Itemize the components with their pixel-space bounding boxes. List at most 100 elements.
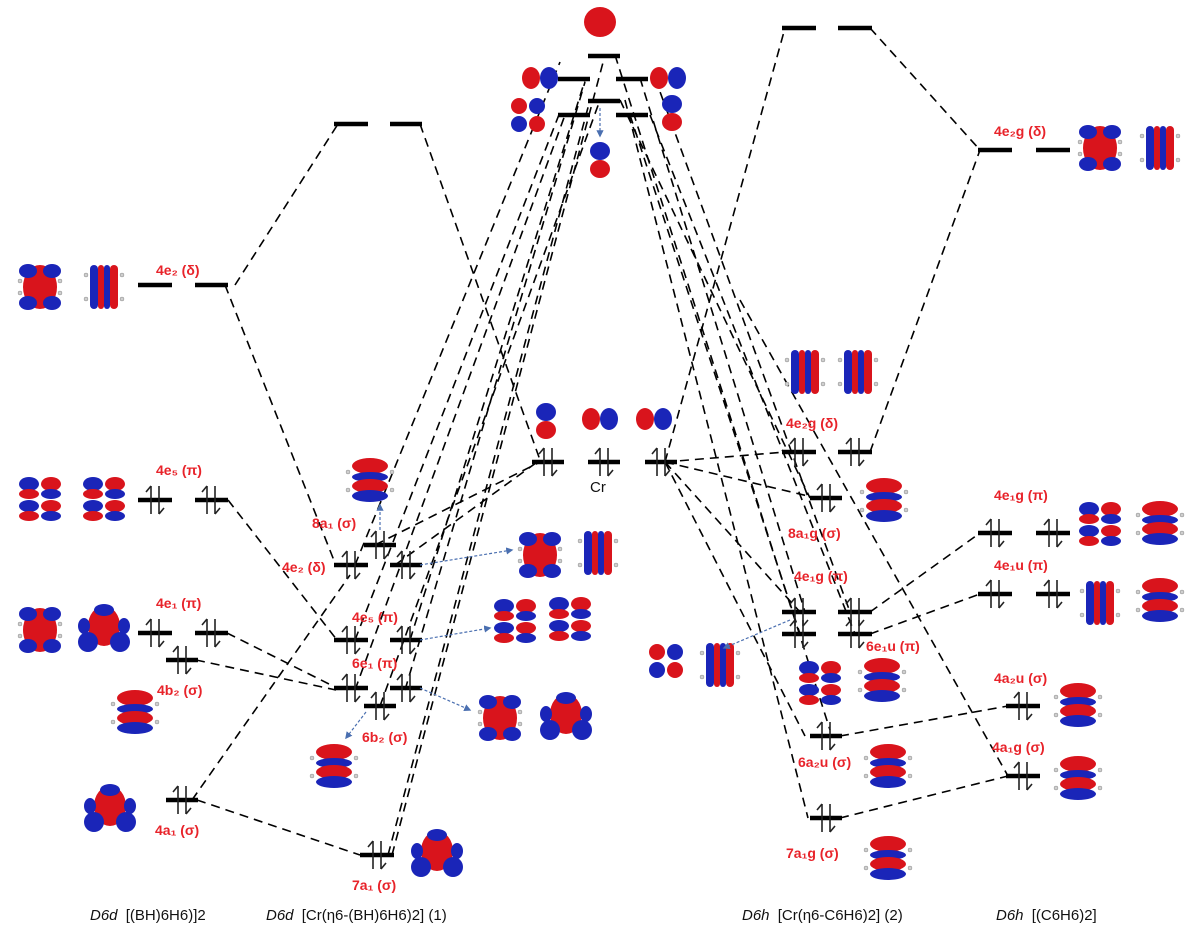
- corr-line: [387, 99, 591, 856]
- label-c5-4e1u: 4e₁u (π): [994, 557, 1048, 573]
- orbital-labels: 4e₂ (δ) 4e₅ (π) 4e₁ (π) 4b₂ (σ) 4a₁ (σ) …: [155, 123, 1048, 893]
- corr-line: [869, 27, 981, 151]
- orbital-image: [837, 349, 879, 395]
- label-c4-6e1u: 6e₁u (π): [866, 638, 920, 654]
- orbital-image: [859, 477, 909, 523]
- label-c2-7a1: 7a₁ (σ): [352, 877, 396, 893]
- column-captions: D6d [(BH)6H6)]2 D6d [Cr(η6-(BH)6H6)2] (1…: [90, 479, 1097, 924]
- orbital-image: [636, 408, 672, 430]
- orbital-link: [419, 687, 472, 711]
- corr-line: [654, 77, 851, 613]
- corr-line: [354, 111, 561, 641]
- orbital-image: [494, 599, 536, 643]
- label-c5-4a2u: 4a₂u (σ): [994, 670, 1047, 686]
- orbital-image: [84, 784, 136, 832]
- corr-line: [419, 123, 541, 461]
- orbital-image: [590, 142, 610, 178]
- corr-line: [354, 61, 561, 566]
- orbital-image: [517, 531, 563, 579]
- orbital-image: [784, 349, 826, 395]
- corr-line: [391, 54, 606, 856]
- orbital-image: [511, 98, 545, 132]
- orbital-images: [17, 7, 1185, 881]
- orbital-image: [577, 530, 619, 576]
- corr-line: [195, 659, 337, 691]
- corr-line: [639, 77, 806, 613]
- orbital-link: [722, 619, 791, 650]
- orbital-image: [83, 477, 125, 521]
- orbital-link: [345, 711, 367, 740]
- orbital-image: [1079, 580, 1121, 626]
- label-c4-6a2u: 6a₂u (σ): [798, 754, 851, 770]
- label-c2-6b2: 6b₂ (σ): [362, 729, 407, 745]
- orbital-image: [17, 606, 63, 654]
- corr-line: [354, 114, 566, 691]
- orbital-image: [83, 264, 125, 310]
- orbital-image: [540, 692, 592, 740]
- corr-line: [226, 632, 338, 689]
- orbital-image: [1135, 500, 1185, 546]
- corr-line: [619, 99, 811, 499]
- orbital-image: [1135, 577, 1185, 623]
- label-c1-4e1: 4e₁ (π): [156, 595, 201, 611]
- label-c4-8a1g: 8a₁g (σ): [788, 525, 841, 541]
- orbital-image: [863, 835, 913, 881]
- orbital-image: [477, 694, 523, 742]
- label-c1-4e5: 4e₅ (π): [156, 462, 202, 478]
- energy-levels: [138, 25, 1070, 858]
- caption-cr-c6h6: D6h [Cr(η6-C6H6)2] (2): [742, 907, 903, 924]
- orbital-image: [650, 67, 686, 89]
- caption-cr-bh6h6: D6d [Cr(η6-(BH)6H6)2] (1): [266, 907, 447, 924]
- label-c2-6e1: 6e₁ (π): [352, 655, 397, 671]
- corr-line: [614, 54, 831, 731]
- label-c5-4a1g: 4a₁g (σ): [992, 739, 1045, 755]
- label-c2-4e2: 4e₂ (δ): [282, 559, 326, 575]
- corr-line: [664, 461, 801, 613]
- label-c4-7a1g: 7a₁g (σ): [786, 845, 839, 861]
- orbital-image: [78, 604, 130, 652]
- label-c4-4e2g: 4e₂g (δ): [786, 415, 838, 431]
- corr-line: [224, 284, 336, 564]
- label-c1-4e2: 4e₂ (δ): [156, 262, 200, 278]
- orbital-links: [345, 108, 791, 740]
- corr-line: [664, 451, 786, 463]
- corr-line: [664, 461, 806, 737]
- caption-bh6h6-dimer: D6d [(BH)6H6)]2: [90, 907, 206, 924]
- corr-line: [839, 705, 1009, 737]
- orbital-image: [19, 477, 61, 521]
- orbital-image: [309, 743, 359, 789]
- orbital-link: [419, 547, 514, 566]
- corr-line: [664, 461, 809, 497]
- orbital-image: [584, 7, 616, 37]
- orbital-image: [110, 689, 160, 735]
- corr-line: [374, 461, 541, 546]
- correlation-lines: [191, 27, 1009, 856]
- orbital-image: [662, 95, 682, 131]
- label-c1-4a1: 4a₁ (σ): [155, 822, 199, 838]
- electron-pairs: [145, 437, 1063, 870]
- orbital-image: [411, 829, 463, 877]
- label-c1-4b2: 4b₂ (σ): [157, 682, 202, 698]
- orbital-image: [522, 67, 558, 89]
- corr-line: [839, 775, 1009, 819]
- orbital-image: [1053, 682, 1103, 728]
- corr-line: [664, 27, 786, 463]
- corr-line: [379, 99, 601, 707]
- orbital-image: [17, 263, 63, 311]
- orbital-image: [582, 408, 618, 430]
- label-c2-4e5: 4e₅ (π): [352, 609, 398, 625]
- corr-line: [869, 593, 981, 635]
- orbital-image: [536, 403, 556, 439]
- corr-line: [196, 799, 361, 856]
- corr-line: [624, 99, 809, 819]
- orbital-image: [863, 743, 913, 789]
- orbital-image: [699, 642, 741, 688]
- label-c5-4e1g: 4e₁g (π): [994, 487, 1048, 503]
- corr-line: [649, 114, 856, 635]
- corr-line: [191, 574, 351, 801]
- label-c4-4e1g: 4e₁g (π): [794, 568, 848, 584]
- orbital-image: [1053, 755, 1103, 801]
- orbital-image: [1139, 125, 1181, 171]
- corr-line: [739, 299, 1009, 777]
